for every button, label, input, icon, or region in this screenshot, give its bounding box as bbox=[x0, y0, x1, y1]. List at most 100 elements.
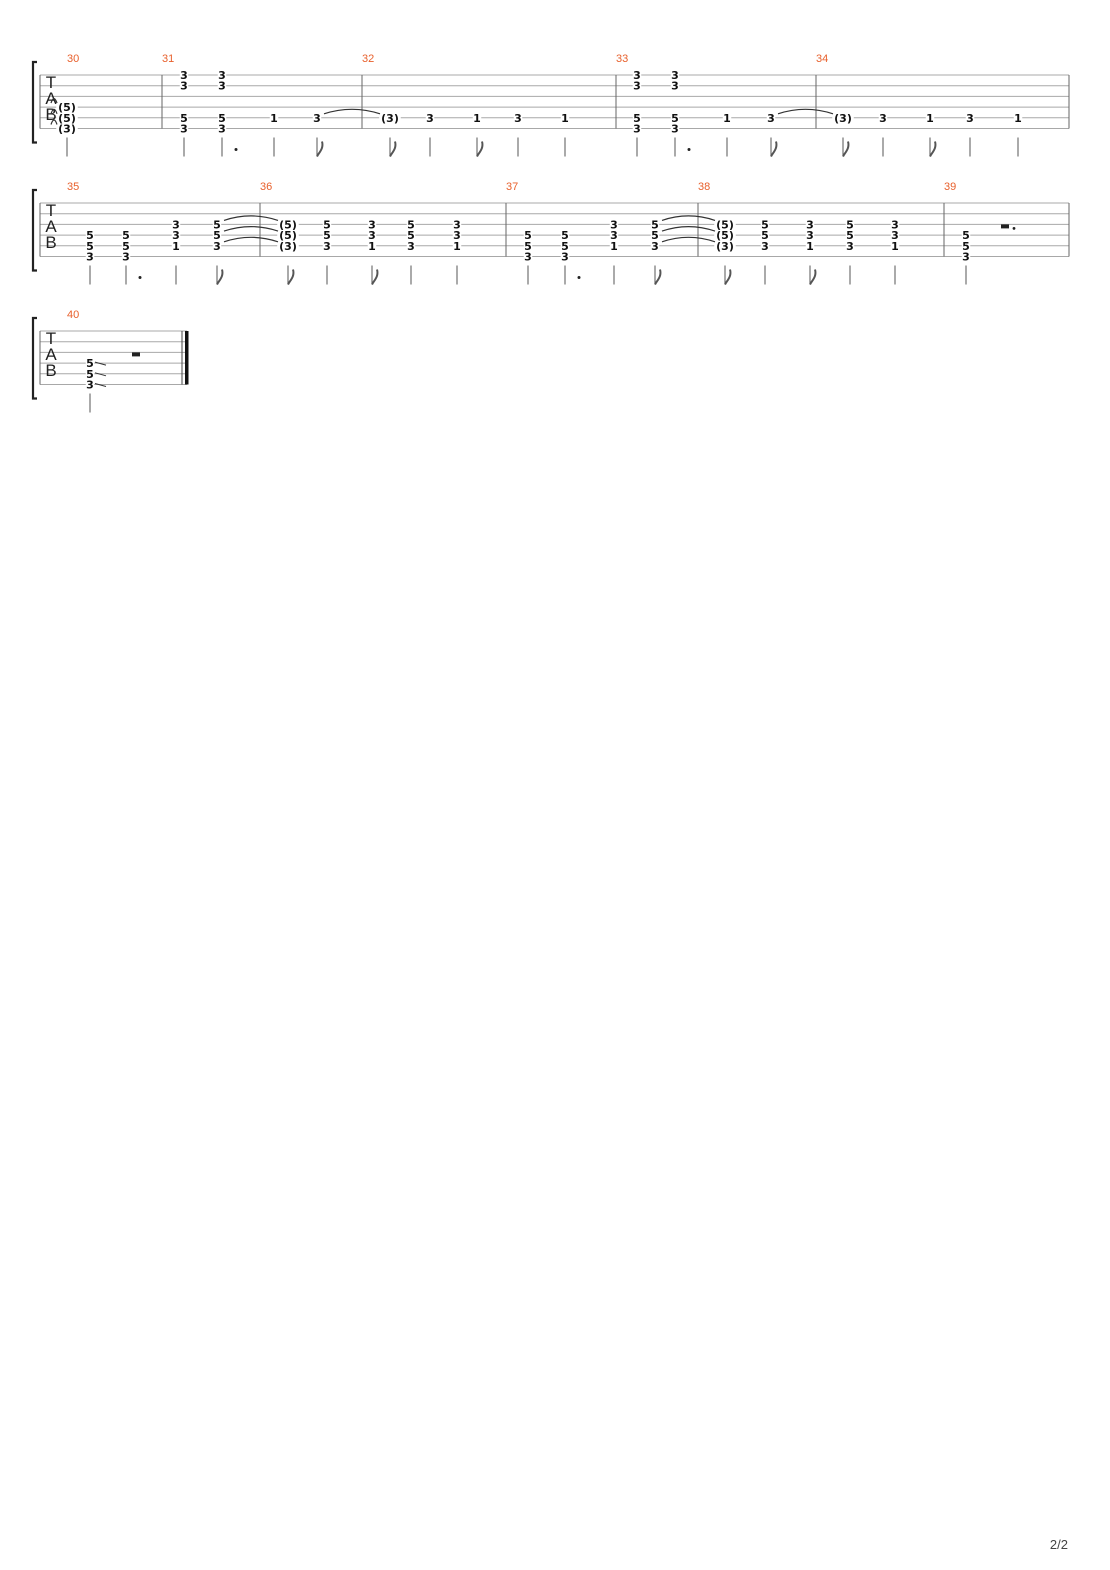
fret-mask bbox=[560, 230, 570, 241]
fret-number: 3 bbox=[891, 218, 899, 231]
fret-mask bbox=[367, 240, 377, 251]
fret-number: 5 bbox=[122, 229, 130, 242]
fret-number: (5) bbox=[716, 218, 734, 231]
fret-mask bbox=[965, 112, 975, 123]
measure-number: 35 bbox=[67, 181, 79, 193]
fret-mask bbox=[406, 230, 416, 241]
fret-number: 5 bbox=[323, 218, 331, 231]
fret-number: 5 bbox=[524, 240, 532, 253]
fret-number: 3 bbox=[610, 229, 618, 242]
fret-number: 3 bbox=[172, 218, 180, 231]
fret-mask bbox=[452, 230, 462, 241]
fret-mask bbox=[890, 230, 900, 241]
system-bracket bbox=[31, 60, 37, 144]
fret-mask bbox=[513, 112, 523, 123]
fret-number: 3 bbox=[180, 69, 188, 82]
fret-number: 3 bbox=[172, 229, 180, 242]
fret-number: 3 bbox=[368, 218, 376, 231]
fret-mask bbox=[609, 230, 619, 241]
eighth-flag bbox=[724, 269, 732, 285]
fret-number: 1 bbox=[172, 240, 180, 253]
measure-number: 39 bbox=[944, 181, 956, 193]
fret-number: 5 bbox=[671, 112, 679, 125]
fret-mask bbox=[878, 112, 888, 123]
fret-mask bbox=[961, 240, 971, 251]
fret-number: 5 bbox=[846, 218, 854, 231]
tie-arc bbox=[777, 108, 834, 115]
fret-number: 3 bbox=[671, 123, 679, 136]
fret-number: 3 bbox=[633, 69, 641, 82]
tie-arc bbox=[223, 215, 279, 221]
fret-mask bbox=[632, 112, 642, 123]
measure-number: 33 bbox=[616, 53, 628, 65]
fret-mask bbox=[171, 240, 181, 251]
fret-number: 3 bbox=[806, 218, 814, 231]
tab-clef-letter: T bbox=[46, 329, 56, 348]
fret-mask bbox=[670, 80, 680, 91]
tab-clef-letter: B bbox=[45, 105, 56, 124]
rest-dotted-half bbox=[1001, 224, 1009, 229]
fret-number: 5 bbox=[407, 229, 415, 242]
fret-number: 3 bbox=[180, 123, 188, 136]
eighth-flag bbox=[929, 141, 937, 157]
fret-mask bbox=[760, 230, 770, 241]
fret-mask bbox=[670, 70, 680, 80]
fret-number: 5 bbox=[846, 229, 854, 242]
fret-number: 3 bbox=[671, 69, 679, 82]
fret-number: 3 bbox=[213, 240, 221, 253]
fret-number: 3 bbox=[453, 229, 461, 242]
fret-mask bbox=[670, 112, 680, 123]
fret-mask bbox=[85, 230, 95, 241]
fret-number: 1 bbox=[806, 240, 814, 253]
duration-dot bbox=[234, 148, 238, 151]
eighth-flag bbox=[770, 141, 778, 157]
fret-mask bbox=[121, 240, 131, 251]
fret-mask bbox=[85, 251, 95, 262]
fret-number: 5 bbox=[561, 240, 569, 253]
fret-number: 3 bbox=[651, 240, 659, 253]
fret-number: 3 bbox=[561, 251, 569, 264]
fret-mask bbox=[609, 240, 619, 251]
fret-number: (5) bbox=[58, 101, 76, 114]
eighth-flag bbox=[216, 269, 224, 285]
fret-number: 1 bbox=[270, 112, 278, 125]
fret-number: 3 bbox=[761, 240, 769, 253]
fret-mask bbox=[714, 230, 736, 241]
fret-mask bbox=[322, 230, 332, 241]
fret-mask bbox=[632, 80, 642, 91]
fret-mask bbox=[523, 251, 533, 262]
fret-mask bbox=[269, 112, 279, 123]
fret-mask bbox=[845, 219, 855, 230]
fret-number: 5 bbox=[561, 229, 569, 242]
fret-mask bbox=[452, 219, 462, 230]
fret-mask bbox=[179, 112, 189, 123]
fret-number: 5 bbox=[651, 229, 659, 242]
fret-mask bbox=[179, 80, 189, 91]
measure-number: 31 bbox=[162, 53, 174, 65]
fret-number: 3 bbox=[962, 251, 970, 264]
eighth-flag bbox=[809, 269, 817, 285]
tie-arc bbox=[50, 108, 58, 114]
fret-number: 3 bbox=[610, 218, 618, 231]
duration-dot bbox=[687, 148, 691, 151]
fret-mask bbox=[217, 112, 227, 123]
tab-clef-letter: A bbox=[45, 89, 57, 108]
page-number: 2/2 bbox=[1049, 1537, 1068, 1552]
fret-mask bbox=[670, 123, 680, 134]
tie-arc bbox=[661, 226, 716, 232]
fret-mask bbox=[805, 219, 815, 230]
fret-number: 3 bbox=[633, 80, 641, 93]
fret-mask bbox=[650, 219, 660, 230]
fret-number: 5 bbox=[524, 229, 532, 242]
fret-number: 3 bbox=[313, 112, 321, 125]
tie-arc bbox=[661, 215, 716, 221]
fret-mask bbox=[322, 219, 332, 230]
fret-mask bbox=[632, 123, 642, 134]
fret-number: 5 bbox=[122, 240, 130, 253]
fret-mask bbox=[217, 70, 227, 80]
fret-number: 3 bbox=[86, 379, 94, 392]
fret-number: 3 bbox=[767, 112, 775, 125]
measure-number: 32 bbox=[362, 53, 374, 65]
